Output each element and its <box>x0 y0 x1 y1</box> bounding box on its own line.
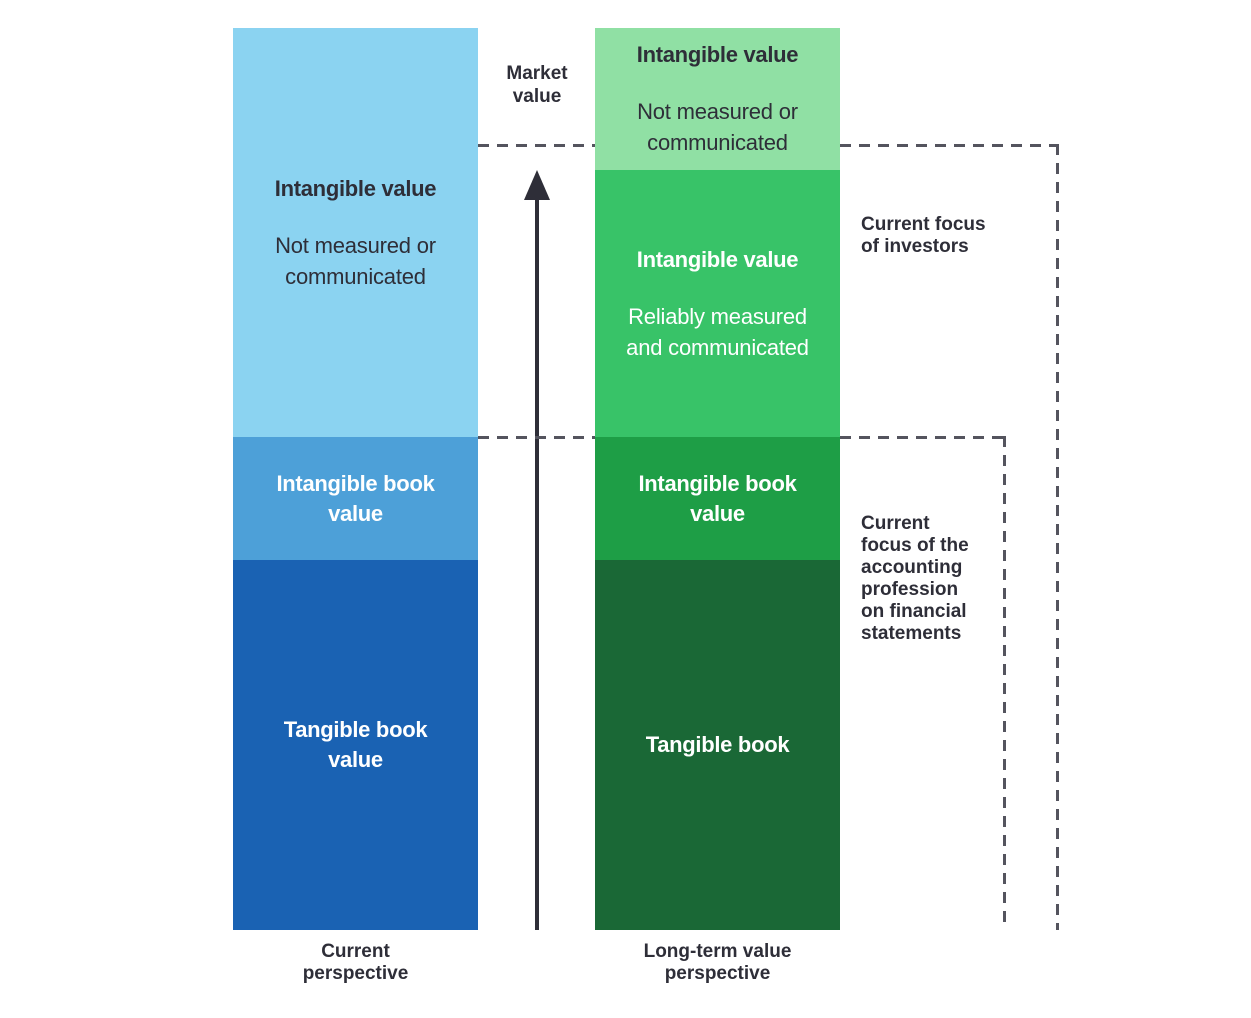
annotation-current-focus-of-investors: Current focus of investors <box>861 214 986 257</box>
section-heading: Intangible value <box>636 42 799 67</box>
right-intangible-value-measured-section: Intangible value Reliably measured and c… <box>595 170 840 437</box>
caption-text: Long-term value perspective <box>643 941 792 984</box>
dashed-line-accounting-vertical <box>1003 436 1006 930</box>
arrow-shaft <box>535 198 539 930</box>
section-heading: Intangible book value <box>638 470 797 526</box>
section-heading: Tangible book value <box>283 717 428 772</box>
section-heading: Intangible book value <box>276 470 435 526</box>
caption-text: Current perspective <box>302 941 409 984</box>
arrow-up-icon <box>524 170 550 200</box>
dashed-line-investors-vertical <box>1056 144 1059 930</box>
section-heading: Intangible value <box>636 246 799 272</box>
dashed-line-book-value-left <box>478 436 595 439</box>
annotation-current-focus-of-accounting: Current focus of the accounting professi… <box>861 513 969 644</box>
section-body: Not measured or communicated <box>275 232 436 289</box>
dashed-line-market-value-left <box>478 144 595 147</box>
left-column-caption: Current perspective <box>233 941 478 985</box>
left-intangible-value-section: Intangible value Not measured or communi… <box>233 28 478 437</box>
right-intangible-value-unmeasured-section: Intangible value Not measured or communi… <box>595 28 840 170</box>
section-heading: Tangible book <box>645 732 790 757</box>
dashed-line-book-value-right <box>840 436 1005 439</box>
dashed-line-market-value-right <box>840 144 1059 147</box>
long-term-value-column: Intangible value Not measured or communi… <box>595 28 840 930</box>
right-tangible-book-section: Tangible book <box>595 560 840 930</box>
current-perspective-column: Intangible value Not measured or communi… <box>233 28 478 930</box>
right-column-caption: Long-term value perspective <box>595 941 840 985</box>
left-intangible-book-value-section: Intangible book value <box>233 437 478 560</box>
left-tangible-book-value-section: Tangible book value <box>233 560 478 930</box>
section-heading: Intangible value <box>274 175 437 201</box>
market-value-label: Market value <box>506 63 568 107</box>
right-intangible-book-value-section: Intangible book value <box>595 437 840 560</box>
section-body: Reliably measured and communicated <box>626 303 809 360</box>
section-body: Not measured or communicated <box>637 99 798 155</box>
